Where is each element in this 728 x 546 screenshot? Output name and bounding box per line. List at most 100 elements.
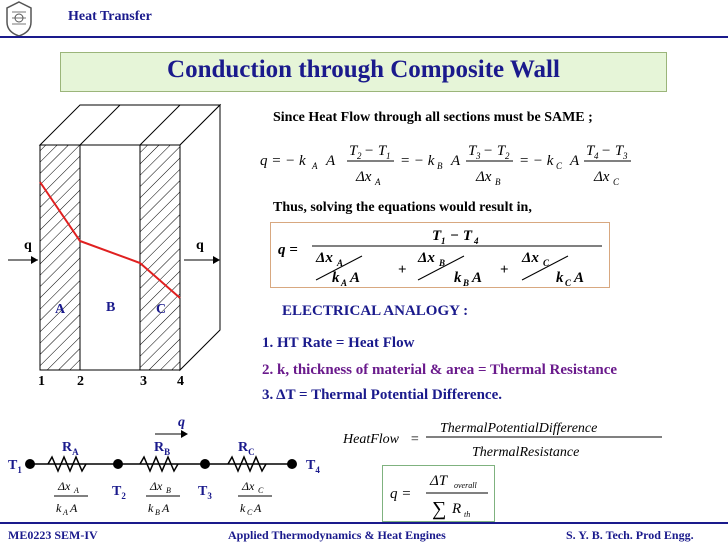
svg-text:=: = bbox=[410, 432, 419, 447]
svg-text:= − k: = − k bbox=[519, 153, 554, 169]
svg-text:A: A bbox=[374, 177, 381, 187]
svg-text:− T: − T bbox=[450, 228, 473, 244]
svg-text:overall: overall bbox=[454, 481, 477, 490]
svg-text:A: A bbox=[340, 278, 347, 286]
heatflow-lhs: HeatFlow bbox=[342, 432, 400, 447]
course-header: Heat Transfer bbox=[68, 9, 152, 24]
svg-text:1: 1 bbox=[441, 236, 446, 246]
svg-text:3: 3 bbox=[475, 151, 481, 161]
svg-text:1: 1 bbox=[386, 151, 391, 161]
resistor-b-label: RB bbox=[154, 440, 171, 457]
header-divider bbox=[0, 36, 728, 38]
svg-text:A: A bbox=[325, 153, 336, 169]
node-t1 bbox=[25, 459, 35, 469]
svg-text:Δx: Δx bbox=[355, 169, 372, 185]
svg-text:A: A bbox=[253, 501, 262, 515]
svg-text:k: k bbox=[332, 270, 340, 286]
svg-text:A: A bbox=[336, 258, 343, 268]
resistor-c-label: RC bbox=[238, 440, 255, 457]
composite-wall-diagram bbox=[8, 103, 222, 372]
svg-text:B: B bbox=[495, 177, 501, 187]
layer-a bbox=[39, 144, 81, 371]
svg-text:C: C bbox=[543, 258, 550, 268]
svg-text:4: 4 bbox=[594, 151, 599, 161]
node-t2 bbox=[113, 459, 123, 469]
station-1: 1 bbox=[38, 374, 45, 389]
node-t3 bbox=[200, 459, 210, 469]
q-left-label: q bbox=[24, 238, 32, 253]
layer-c bbox=[139, 144, 181, 371]
station-3: 3 bbox=[140, 374, 147, 389]
resistor-a-label: RA bbox=[62, 440, 79, 457]
svg-text:C: C bbox=[258, 486, 264, 495]
svg-text:k: k bbox=[240, 501, 246, 515]
footer-course-code: ME0223 SEM-IV bbox=[8, 528, 98, 542]
svg-text:∑: ∑ bbox=[432, 498, 446, 520]
station-4: 4 bbox=[177, 374, 184, 389]
footer-divider bbox=[0, 522, 728, 524]
svg-text:B: B bbox=[438, 258, 445, 268]
svg-text:B: B bbox=[166, 486, 171, 495]
svg-text:+: + bbox=[500, 262, 509, 278]
svg-text:C: C bbox=[556, 161, 563, 171]
svg-text:Δx: Δx bbox=[593, 169, 610, 185]
svg-text:B: B bbox=[437, 161, 443, 171]
svg-text:C: C bbox=[565, 278, 572, 286]
footer-subject: Applied Thermodynamics & Heat Engines bbox=[228, 528, 446, 542]
svg-text:ΔT: ΔT bbox=[429, 473, 449, 489]
svg-text:T: T bbox=[586, 143, 596, 159]
svg-text:A: A bbox=[573, 270, 584, 286]
svg-text:+: + bbox=[398, 262, 407, 278]
svg-text:q =: q = bbox=[390, 486, 411, 502]
heatflow-denominator: ThermalResistance bbox=[472, 445, 579, 460]
svg-text:th: th bbox=[464, 510, 470, 519]
layer-c-label: C bbox=[156, 302, 167, 317]
intro-text: Since Heat Flow through all sections mus… bbox=[273, 110, 593, 125]
svg-text:T: T bbox=[349, 143, 359, 159]
q-right-label: q bbox=[196, 238, 204, 253]
svg-text:T: T bbox=[468, 143, 478, 159]
circuit-heat-arrow bbox=[181, 430, 188, 438]
svg-text:C: C bbox=[247, 508, 253, 517]
electrical-analogy-heading: ELECTRICAL ANALOGY : bbox=[282, 303, 469, 319]
svg-text:B: B bbox=[462, 278, 469, 286]
svg-text:A: A bbox=[69, 501, 78, 515]
svg-text:A: A bbox=[62, 508, 68, 517]
overall-formula-box bbox=[382, 465, 495, 522]
heat-flow-arrow-in bbox=[31, 256, 38, 264]
svg-text:Δx: Δx bbox=[521, 250, 539, 266]
svg-text:A: A bbox=[311, 161, 318, 171]
resistor-b bbox=[139, 455, 179, 473]
analogy-point-1: 1. HT Rate = Heat Flow bbox=[262, 335, 415, 351]
layer-a-label: A bbox=[55, 302, 66, 317]
node-t4 bbox=[287, 459, 297, 469]
analogy-point-2: 2. k, thickness of material & area = The… bbox=[262, 362, 618, 378]
svg-text:R: R bbox=[451, 501, 461, 517]
svg-text:Δx: Δx bbox=[315, 250, 333, 266]
svg-text:3: 3 bbox=[622, 151, 628, 161]
svg-text:k: k bbox=[56, 501, 62, 515]
svg-text:Δx: Δx bbox=[475, 169, 492, 185]
slide-title: Conduction through Composite Wall bbox=[167, 56, 560, 83]
svg-text:− T: − T bbox=[364, 143, 388, 159]
temp-t2-label: T2 bbox=[112, 484, 126, 501]
resistor-a bbox=[47, 455, 87, 473]
svg-text:2: 2 bbox=[505, 151, 510, 161]
temperature-profile bbox=[39, 181, 181, 299]
svg-text:A: A bbox=[450, 153, 461, 169]
result-formula-box bbox=[270, 222, 610, 288]
svg-text:Δx: Δx bbox=[417, 250, 435, 266]
svg-text:− T: − T bbox=[483, 143, 507, 159]
station-2: 2 bbox=[77, 374, 84, 389]
layer-b-label: B bbox=[106, 300, 116, 315]
svg-text:A: A bbox=[161, 501, 170, 515]
footer-program: S. Y. B. Tech. Prod Engg. bbox=[566, 528, 694, 542]
svg-text:Δx: Δx bbox=[241, 479, 255, 493]
logo-seal bbox=[6, 1, 32, 37]
temp-t3-label: T3 bbox=[198, 484, 212, 501]
layer-b bbox=[79, 144, 141, 371]
